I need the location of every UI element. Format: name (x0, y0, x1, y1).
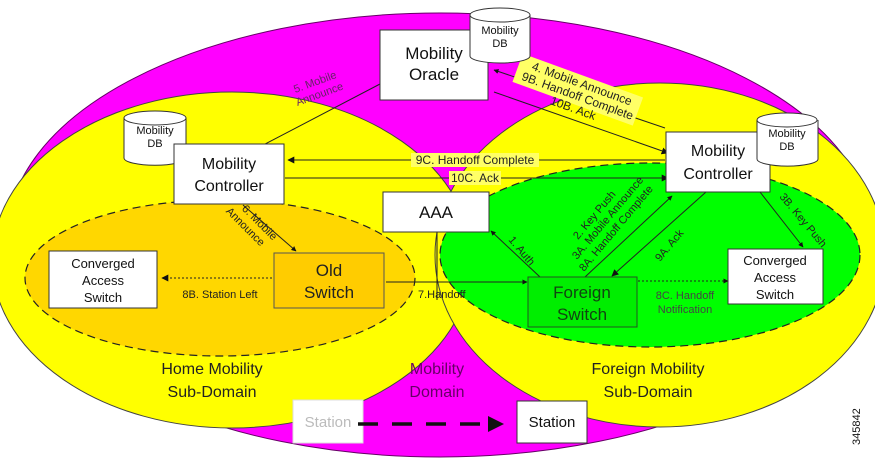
foreign-converged-access-switch-node[interactable]: Converged Access Switch (727, 248, 824, 305)
arrow-1-auth (490, 230, 541, 278)
foreign-controller-label: Mobility (691, 143, 745, 160)
station-old-label: Station (305, 414, 352, 431)
msg-8c-label: 8C. Handoff (656, 290, 715, 302)
foreign-db-label-2: DB (779, 141, 794, 153)
home-db-label: Mobility (136, 125, 174, 137)
home-db-label-2: DB (147, 138, 162, 150)
foreign-controller-label-2: Controller (683, 166, 753, 183)
home-sub-domain-label: Home Mobility (161, 361, 262, 378)
foreign-switch-label: Foreign (553, 283, 611, 302)
home-cas-label: Converged (71, 256, 135, 271)
msg-4-9b-highlight (512, 53, 644, 126)
foreign-cas-label-2: Access (754, 270, 796, 285)
home-mobility-controller-node[interactable]: Mobility Controller (173, 143, 285, 205)
arrow-5-mobile-announce (247, 83, 381, 154)
arrow-9a-ack (611, 191, 707, 277)
station-new-label: Station (529, 414, 576, 431)
arrow-3b-key-push (759, 191, 804, 248)
mobility-domain-label: Mobility (410, 361, 464, 378)
oracle-label: Mobility (405, 44, 463, 63)
msg-8c-label-2: Notification (658, 304, 712, 316)
foreign-switch-label-2: Switch (557, 305, 607, 324)
aaa-label: AAA (419, 203, 454, 222)
arrow-10b-ack (493, 91, 669, 155)
oracle-label-2: Oracle (409, 65, 459, 84)
figure-id: 345842 (851, 408, 863, 445)
old-switch-node[interactable]: Old Switch (273, 252, 385, 309)
foreign-db-icon: Mobility DB (756, 112, 819, 167)
foreign-switch-node[interactable]: Foreign Switch (527, 276, 638, 328)
msg-8b-label: 8B. Station Left (182, 289, 257, 301)
foreign-cas-label: Converged (743, 253, 807, 268)
station-old-node[interactable]: Station (292, 399, 364, 444)
msg-9c-highlight (411, 153, 539, 167)
home-controller-label: Mobility (202, 156, 256, 173)
home-cas-label-2: Access (82, 273, 124, 288)
foreign-cas-label-3: Switch (756, 287, 794, 302)
msg-9c-label: 9C. Handoff Complete (416, 153, 535, 167)
old-switch-label-2: Switch (304, 283, 354, 302)
station-new-node[interactable]: Station (516, 400, 588, 444)
home-sub-domain-label-2: Sub-Domain (168, 384, 257, 401)
foreign-db-label: Mobility (768, 128, 806, 140)
old-switch-label: Old (316, 261, 342, 280)
msg-10c-label: 10C. Ack (451, 171, 500, 185)
station-move-arrow (358, 416, 504, 432)
msg-7-label: 7.Handoff (418, 289, 466, 301)
msg-10c-highlight (449, 171, 501, 185)
aaa-node[interactable]: AAA (382, 191, 490, 233)
arrow-6-mobile-announce (242, 204, 297, 252)
arrow-2-key-push (584, 195, 673, 278)
home-converged-access-switch-node[interactable]: Converged Access Switch (48, 250, 158, 309)
home-controller-label-2: Controller (194, 178, 264, 195)
oracle-db-label: Mobility (481, 25, 519, 37)
home-db-icon: Mobility DB (123, 110, 187, 166)
oracle-db-label-2: DB (492, 38, 507, 50)
mobility-domain-label-2: Domain (409, 384, 464, 401)
oracle-db-icon: Mobility DB (469, 7, 531, 64)
home-cas-label-3: Switch (84, 290, 122, 305)
foreign-sub-domain-label-2: Sub-Domain (604, 384, 693, 401)
foreign-mobility-controller-node[interactable]: Mobility Controller (665, 131, 771, 193)
foreign-sub-domain-label: Foreign Mobility (592, 361, 705, 378)
